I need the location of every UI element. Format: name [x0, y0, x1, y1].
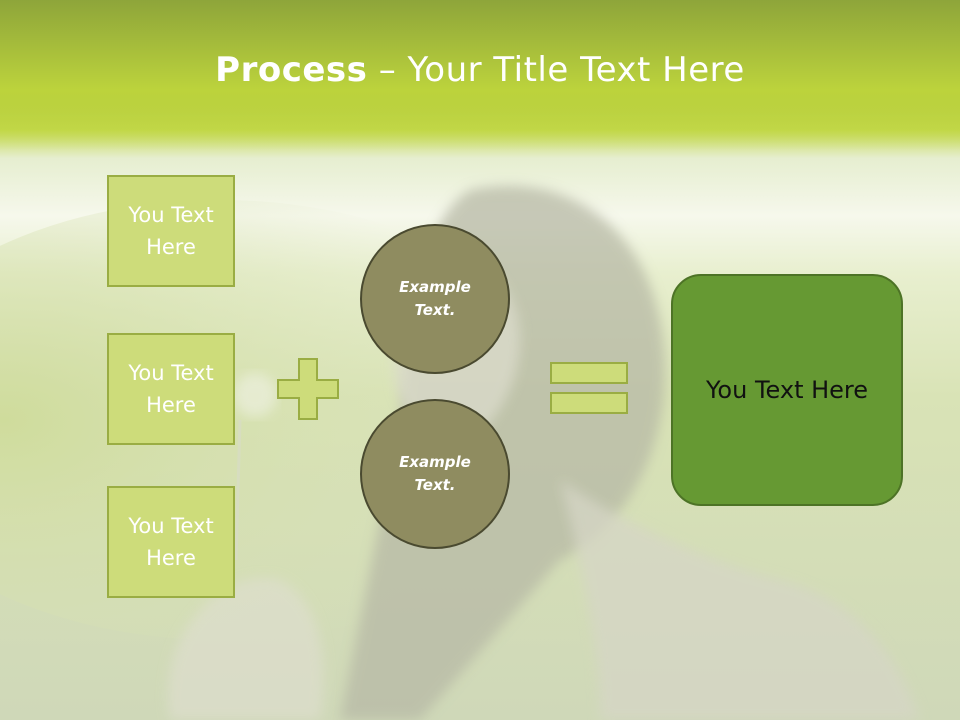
example-circle-2[interactable]: Example Text.	[360, 399, 510, 549]
title-bold: Process	[215, 50, 368, 90]
input-box-1-label: You Text Here	[128, 203, 214, 259]
plus-icon	[277, 358, 339, 420]
input-box-1[interactable]: You Text Here	[107, 175, 235, 287]
title-rest: Your Title Text Here	[407, 50, 745, 90]
input-box-2-label: You Text Here	[128, 361, 214, 417]
example-circle-1-label: Example Text.	[399, 278, 471, 319]
title-dash: –	[367, 50, 408, 90]
result-box[interactable]: You Text Here	[671, 274, 903, 506]
input-box-2[interactable]: You Text Here	[107, 333, 235, 445]
result-box-label: You Text Here	[705, 376, 869, 404]
example-circle-1[interactable]: Example Text.	[360, 224, 510, 374]
title-band	[0, 0, 960, 150]
slide-title: Process – Your Title Text Here	[0, 50, 960, 90]
input-box-3-label: You Text Here	[128, 514, 214, 570]
example-circle-2-label: Example Text.	[399, 453, 471, 494]
input-box-3[interactable]: You Text Here	[107, 486, 235, 598]
equals-icon	[550, 362, 628, 414]
